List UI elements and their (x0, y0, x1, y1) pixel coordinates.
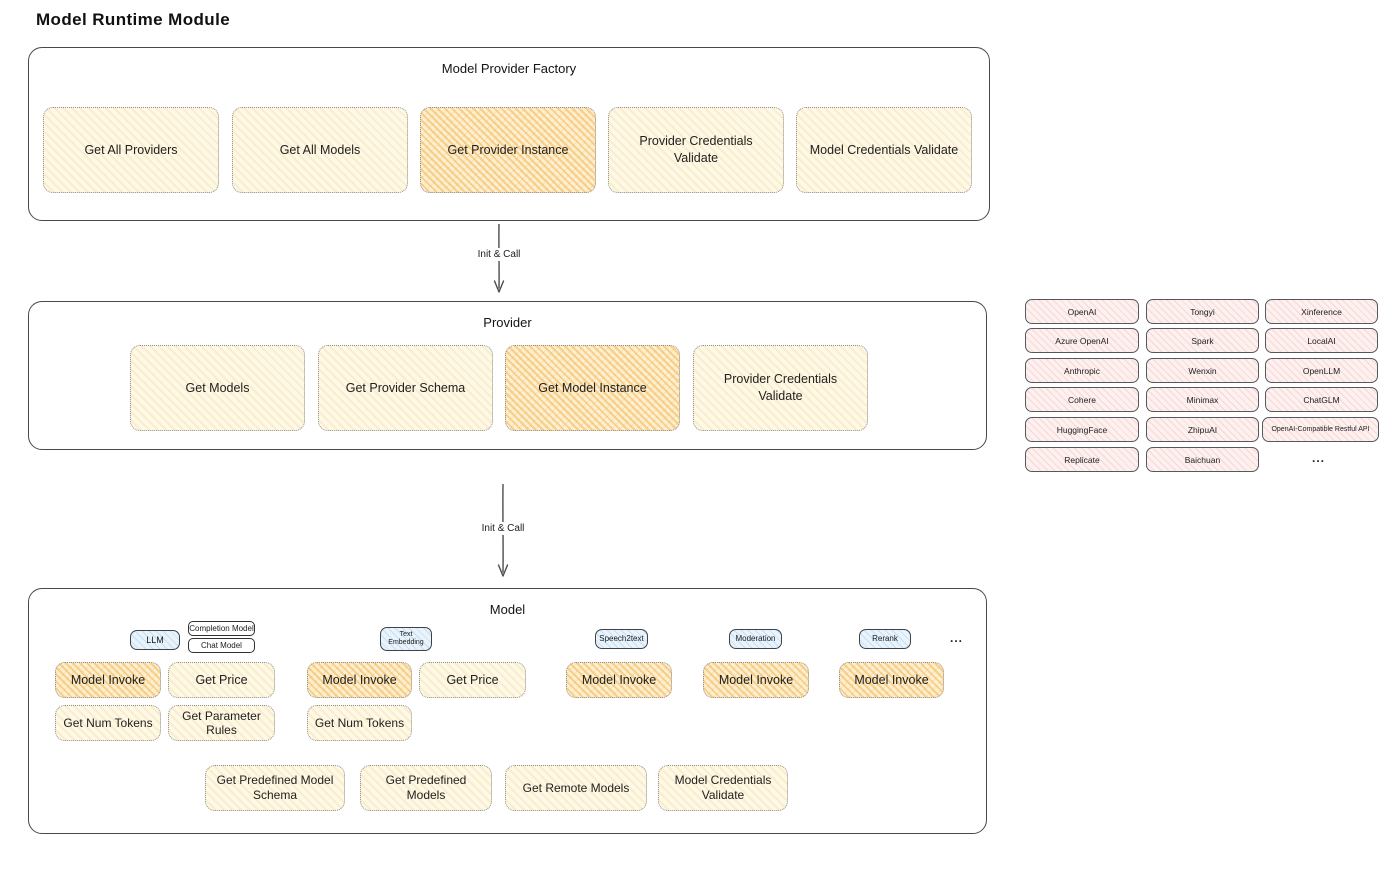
model-btn-llm-get-num-tokens: Get Num Tokens (55, 705, 161, 741)
arrow-factory-to-provider: Init & Call (472, 224, 526, 296)
provider-chip-cohere: Cohere (1025, 387, 1139, 412)
provider-chip-xinference: Xinference (1265, 299, 1378, 324)
provider-chip-baichuan: Baichuan (1146, 447, 1259, 472)
provider-btn-get-models: Get Models (130, 345, 305, 431)
tab-speech2text: Speech2text (595, 629, 648, 649)
model-title: Model (489, 602, 526, 617)
tab-rerank: Rerank (859, 629, 911, 649)
factory-btn-model-credentials-validate: Model Credentials Validate (796, 107, 972, 193)
provider-chip-minimax: Minimax (1146, 387, 1259, 412)
model-btn-embed-get-num-tokens: Get Num Tokens (307, 705, 412, 741)
provider-chip-azure-openai: Azure OpenAI (1025, 328, 1139, 353)
arrow-label-init-call: Init & Call (476, 522, 530, 535)
provider-chip-localai: LocalAI (1265, 328, 1378, 353)
tab-llm: LLM (130, 630, 180, 650)
provider-chip-chatglm: ChatGLM (1265, 387, 1378, 412)
factory-btn-get-all-models: Get All Models (232, 107, 408, 193)
model-btn-get-predefined-model-schema: Get Predefined Model Schema (205, 765, 345, 811)
provider-btn-get-model-instance: Get Model Instance (505, 345, 680, 431)
factory-btn-get-provider-instance: Get Provider Instance (420, 107, 596, 193)
factory-btn-get-all-providers: Get All Providers (43, 107, 219, 193)
tab-moderation: Moderation (729, 629, 782, 649)
provider-chip-huggingface: HuggingFace (1025, 417, 1139, 442)
provider-title: Provider (483, 315, 532, 330)
model-btn-moderation-model-invoke: Model Invoke (703, 662, 809, 698)
provider-chip-openllm: OpenLLM (1265, 358, 1378, 383)
factory-btn-provider-credentials-validate: Provider Credentials Validate (608, 107, 784, 193)
model-btn-llm-get-parameter-rules: Get Parameter Rules (168, 705, 275, 741)
provider-chip-openai-compatible-restful-api: OpenAI-Compatible Restful API (1262, 417, 1379, 442)
model-btn-model-credentials-validate: Model Credentials Validate (658, 765, 788, 811)
provider-chip-anthropic: Anthropic (1025, 358, 1139, 383)
provider-chip-zhipuai: ZhipuAI (1146, 417, 1259, 442)
model-btn-speech-model-invoke: Model Invoke (566, 662, 672, 698)
arrow-provider-to-model: Init & Call (476, 484, 530, 580)
model-btn-llm-model-invoke: Model Invoke (55, 662, 161, 698)
tab-chat-model: Chat Model (188, 638, 255, 653)
model-btn-embed-model-invoke: Model Invoke (307, 662, 412, 698)
tab-text-embedding: Text Embedding (380, 627, 432, 651)
page-title: Model Runtime Module (36, 10, 231, 29)
provider-chip-tongyi: Tongyi (1146, 299, 1259, 324)
provider-list-ellipsis: ... (1312, 451, 1326, 465)
factory-title: Model Provider Factory (441, 61, 577, 76)
provider-btn-provider-credentials-validate: Provider Credentials Validate (693, 345, 868, 431)
provider-chip-wenxin: Wenxin (1146, 358, 1259, 383)
tab-completion-model: Completion Model (188, 621, 255, 636)
provider-chip-spark: Spark (1146, 328, 1259, 353)
model-btn-rerank-model-invoke: Model Invoke (839, 662, 944, 698)
provider-btn-get-provider-schema: Get Provider Schema (318, 345, 493, 431)
provider-chip-openai: OpenAI (1025, 299, 1139, 324)
model-btn-get-remote-models: Get Remote Models (505, 765, 647, 811)
provider-chip-replicate: Replicate (1025, 447, 1139, 472)
model-btn-embed-get-price: Get Price (419, 662, 526, 698)
model-btn-get-predefined-models: Get Predefined Models (360, 765, 492, 811)
model-tabs-ellipsis: ... (950, 631, 964, 645)
arrow-label-init-call: Init & Call (472, 248, 526, 261)
model-btn-llm-get-price: Get Price (168, 662, 275, 698)
